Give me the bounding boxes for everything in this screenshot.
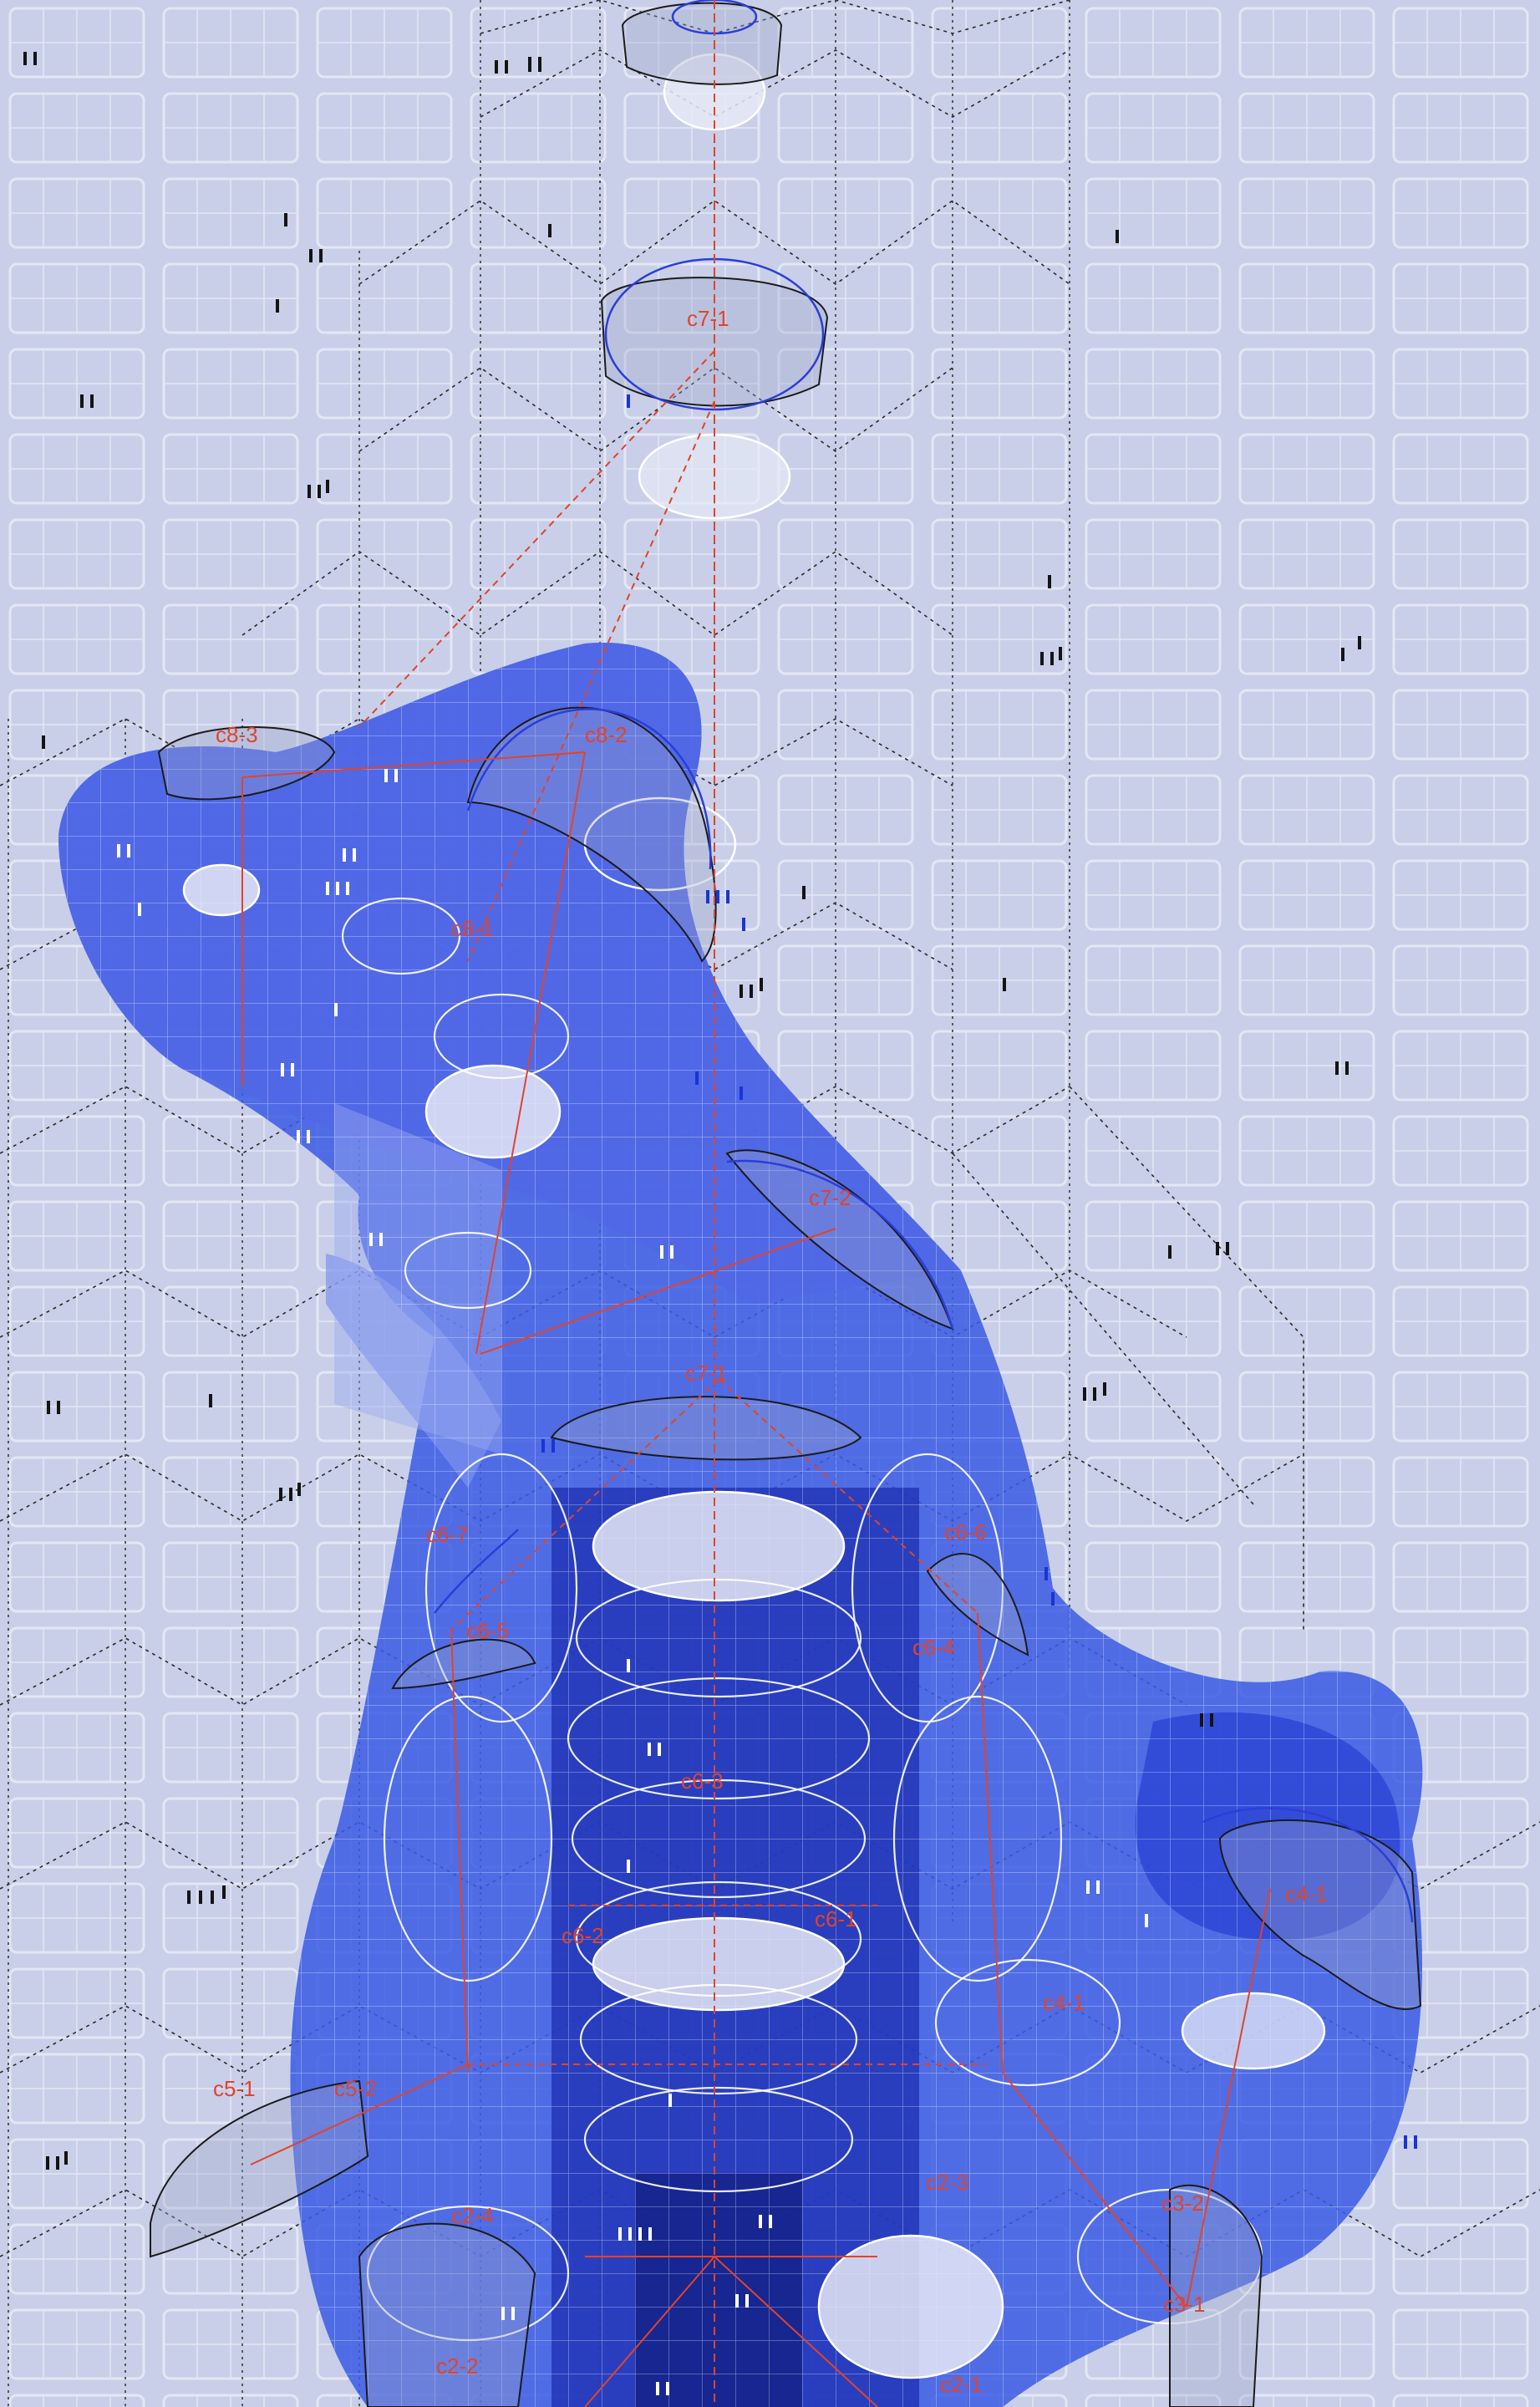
label-c2-1: c2-1 bbox=[940, 2372, 983, 2397]
people-figures bbox=[23, 52, 1361, 2170]
label-c8-2: c8-2 bbox=[585, 722, 628, 747]
label-c5-2: c5-2 bbox=[334, 2076, 377, 2101]
label-c2-3: c2-3 bbox=[926, 2170, 968, 2195]
people-figures-light bbox=[117, 769, 1148, 2395]
label-c2-2: c2-2 bbox=[436, 2354, 479, 2379]
label-c7-1-lower: c7-1 bbox=[685, 1361, 728, 1386]
label-c8-3: c8-3 bbox=[216, 722, 258, 747]
label-c6-3: c6-3 bbox=[681, 1768, 724, 1794]
label-c6-6: c6-6 bbox=[944, 1519, 987, 1544]
people-figures-blue bbox=[541, 394, 1417, 2149]
label-c3-2: c3-2 bbox=[1161, 2191, 1204, 2216]
label-c2-4: c2-4 bbox=[451, 2203, 494, 2228]
voids bbox=[182, 53, 1326, 2379]
label-c7-2: c7-2 bbox=[809, 1185, 851, 1210]
label-c6-1: c6-1 bbox=[815, 1906, 857, 1931]
label-c6-4: c6-4 bbox=[912, 1635, 955, 1660]
label-c6-2: c6-2 bbox=[562, 1923, 604, 1948]
label-c5-1: c5-1 bbox=[213, 2076, 256, 2101]
label-c4-1-lower: c4-1 bbox=[1043, 1990, 1085, 2015]
label-c4-1: c4-1 bbox=[1285, 1881, 1328, 1906]
circulation-lines bbox=[241, 0, 1271, 2407]
label-c6-5: c6-5 bbox=[466, 1618, 509, 1643]
core-rings bbox=[341, 897, 1263, 2342]
label-c6-7: c6-7 bbox=[426, 1522, 469, 1547]
space-labels: c7-1 c8-3 c8-2 c8-1 c7-2 c7-1 c6-7 c6-6 … bbox=[213, 306, 1328, 2397]
label-c7-1: c7-1 bbox=[687, 306, 729, 331]
label-c3-1: c3-1 bbox=[1163, 2292, 1206, 2317]
label-c8-1: c8-1 bbox=[451, 916, 494, 941]
